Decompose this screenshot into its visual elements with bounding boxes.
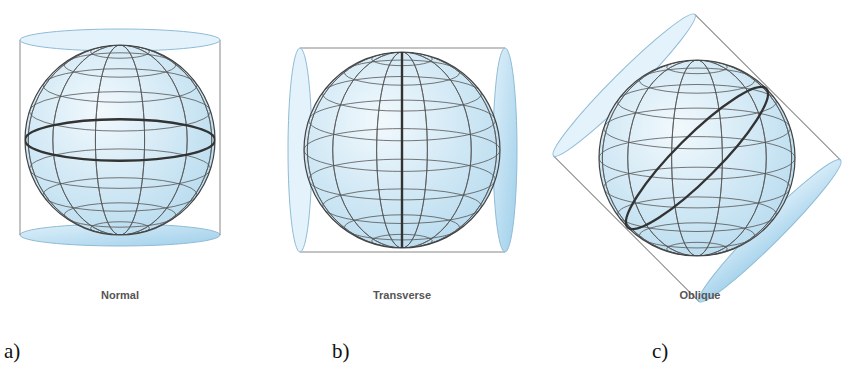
projection-caption: Normal xyxy=(101,289,139,301)
graticule-line xyxy=(602,60,791,256)
graticule-line xyxy=(43,69,197,103)
graticule-line xyxy=(602,60,791,256)
graticule-line xyxy=(377,52,428,248)
globe-body xyxy=(599,60,795,256)
graticule-line xyxy=(307,52,496,248)
globe-outline xyxy=(25,45,215,235)
globe-outline xyxy=(599,60,795,256)
graticule-line xyxy=(53,45,187,235)
graticule-line xyxy=(64,53,176,77)
oblique-cylinder xyxy=(545,6,849,310)
graticule-line xyxy=(639,68,754,93)
tangent-line xyxy=(401,52,403,248)
graticule-line xyxy=(672,60,723,256)
graticule xyxy=(599,60,795,256)
transverse-cylinder xyxy=(288,48,517,252)
panel-letter: a) xyxy=(4,339,20,364)
globe-body xyxy=(25,45,215,235)
graticule-line xyxy=(64,203,176,227)
graticule-line xyxy=(639,223,754,248)
graticule-line xyxy=(53,45,187,235)
graticule-line xyxy=(95,45,144,235)
normal-cylinder xyxy=(20,29,220,246)
graticule-line xyxy=(307,52,496,248)
tangent-line xyxy=(612,73,781,242)
globe xyxy=(599,60,795,256)
graticule-line xyxy=(25,119,215,160)
projection-caption: Oblique xyxy=(680,289,721,301)
globe xyxy=(25,45,215,235)
tangent-line xyxy=(25,119,215,160)
graticule-line xyxy=(672,60,723,256)
panel-letter: b) xyxy=(332,339,350,364)
globe-body xyxy=(304,52,500,248)
graticule-line xyxy=(377,52,428,248)
panel-letter: c) xyxy=(652,339,668,364)
projection-caption: Transverse xyxy=(373,289,431,301)
graticule-line xyxy=(333,52,472,248)
graticule-line xyxy=(628,60,767,256)
graticule-line xyxy=(333,52,472,248)
graticule xyxy=(25,45,215,235)
graticule-line xyxy=(28,45,212,235)
graticule-line xyxy=(28,45,212,235)
globe xyxy=(304,52,500,248)
graticule-line xyxy=(95,45,144,235)
graticule-line xyxy=(43,178,197,212)
graticule xyxy=(304,52,500,248)
graticule-line xyxy=(628,60,767,256)
globe-outline xyxy=(304,52,500,248)
